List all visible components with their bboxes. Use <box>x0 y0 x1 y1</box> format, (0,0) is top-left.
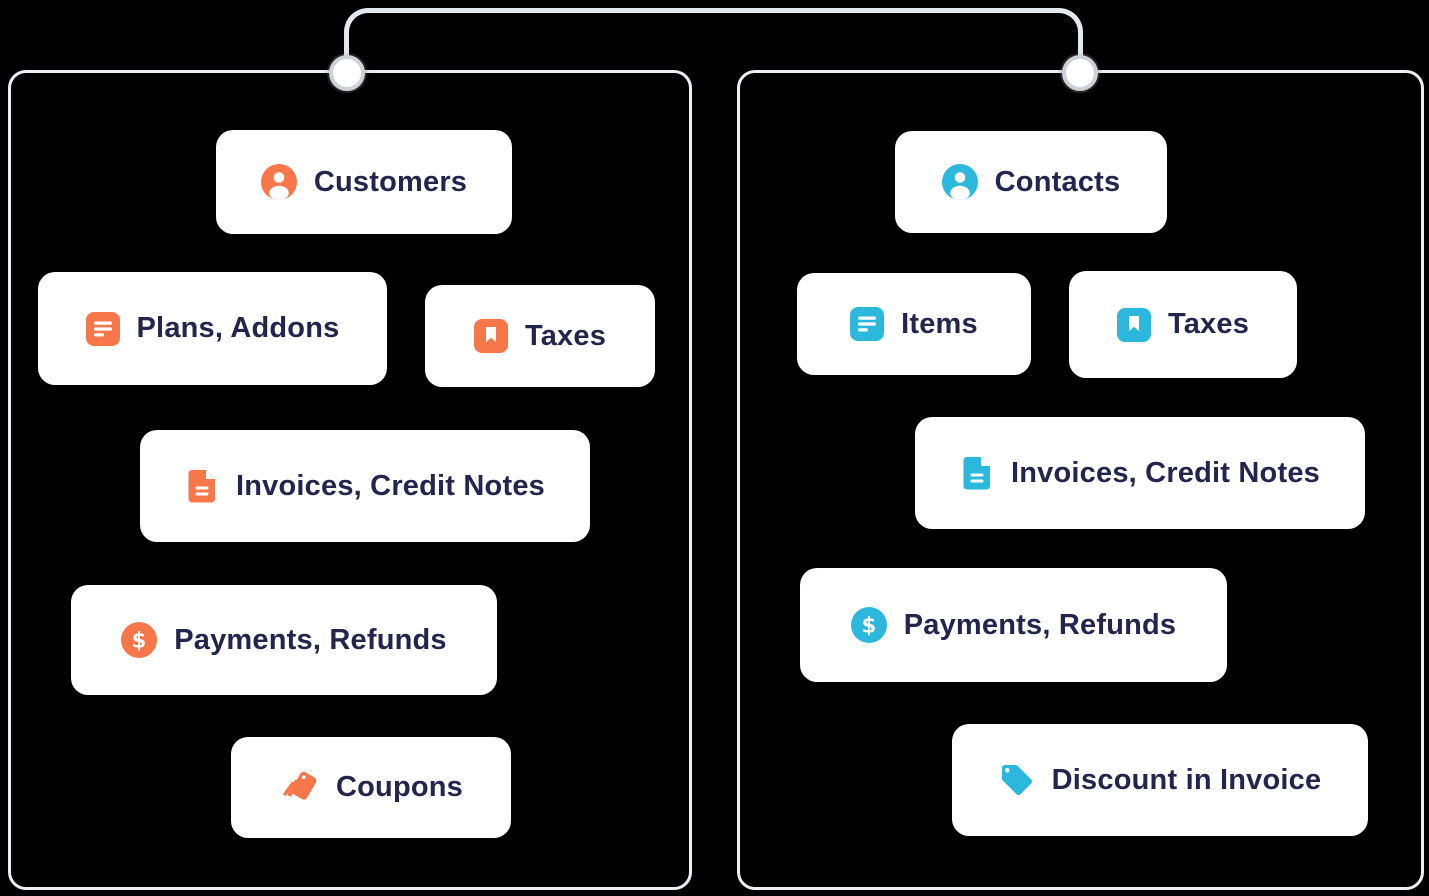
node-coupons: Coupons <box>231 737 511 838</box>
connector-pin-left <box>329 55 365 91</box>
node-plans-addons: Plans, Addons <box>38 272 387 385</box>
node-label: Payments, Refunds <box>174 623 447 656</box>
node-label: Payments, Refunds <box>903 608 1177 641</box>
node-label: Taxes <box>1167 308 1250 340</box>
node-payments-refunds-left: $ Payments, Refunds <box>71 585 497 695</box>
node-discount-in-invoice: Discount in Invoice <box>952 724 1368 836</box>
node-label: Customers <box>313 165 468 198</box>
node-taxes-left: Taxes <box>425 285 655 387</box>
node-label: Invoices, Credit Notes <box>1011 456 1320 489</box>
node-payments-refunds-right: $ Payments, Refunds <box>800 568 1227 682</box>
coupons-icon <box>279 768 319 808</box>
user-circle-icon <box>260 164 297 200</box>
node-label: Coupons <box>335 771 464 803</box>
node-invoices-credit-notes-right: Invoices, Credit Notes <box>915 417 1365 529</box>
connector-wire <box>344 8 1083 74</box>
node-label: Contacts <box>994 165 1121 198</box>
document-icon <box>185 468 219 504</box>
list-icon <box>85 311 120 346</box>
node-label: Taxes <box>524 319 607 352</box>
connector-pin-right <box>1062 55 1098 91</box>
node-items: Items <box>797 273 1031 375</box>
bookmark-icon <box>1116 307 1151 342</box>
bookmark-icon <box>473 319 508 353</box>
svg-text:$: $ <box>132 629 147 653</box>
node-invoices-credit-notes-left: Invoices, Credit Notes <box>140 430 590 542</box>
node-taxes-right: Taxes <box>1069 271 1297 378</box>
tag-icon <box>999 762 1035 798</box>
document-icon <box>960 455 994 491</box>
user-circle-icon <box>941 164 978 200</box>
node-contacts: Contacts <box>895 131 1167 233</box>
svg-text:$: $ <box>861 614 876 638</box>
node-label: Invoices, Credit Notes <box>236 469 545 502</box>
dollar-circle-icon: $ <box>121 622 158 658</box>
list-icon <box>850 307 885 341</box>
node-customers: Customers <box>216 130 512 234</box>
node-label: Plans, Addons <box>136 312 340 344</box>
node-label: Discount in Invoice <box>1051 763 1322 796</box>
node-label: Items <box>901 307 978 340</box>
dollar-circle-icon: $ <box>850 607 887 643</box>
